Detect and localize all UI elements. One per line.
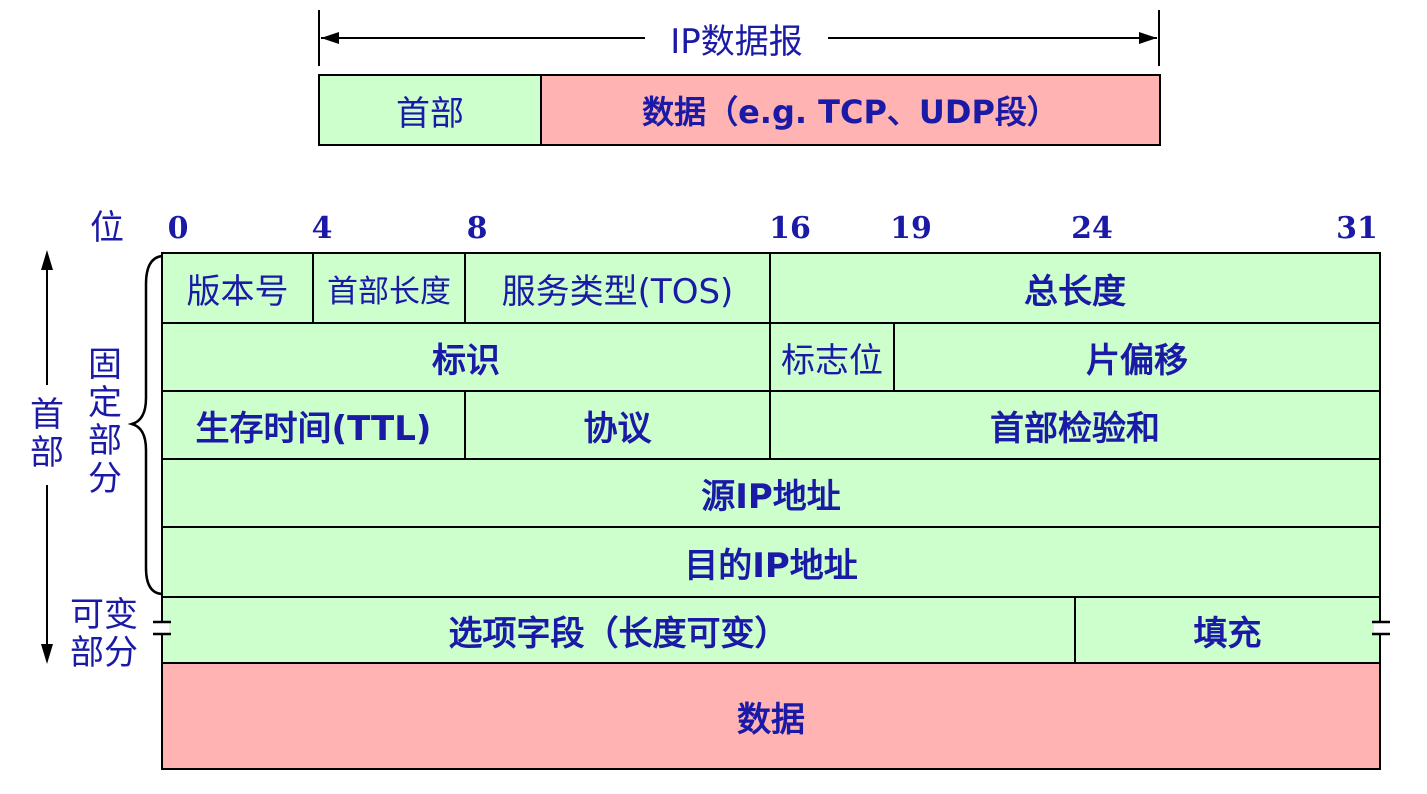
field-version: 版本号: [161, 252, 314, 324]
field-fragment-offset: 片偏移: [893, 322, 1381, 392]
bit-tick-0: 0: [167, 210, 189, 246]
field-header-checksum: 首部检验和: [769, 390, 1381, 460]
field-ttl-label: 生存时间(TTL): [195, 408, 432, 449]
side-label-fixed-part: 固定部分: [88, 345, 122, 499]
field-protocol: 协议: [464, 390, 771, 460]
field-dest-ip-label: 目的IP地址: [684, 545, 858, 586]
field-padding-label: 填充: [1193, 613, 1262, 654]
field-options-label: 选项字段（长度可变）: [448, 613, 789, 654]
datagram-title: IP数据报: [670, 21, 803, 62]
field-ttl: 生存时间(TTL): [161, 390, 466, 460]
field-flags: 标志位: [769, 322, 895, 392]
datagram-span-arrow: [318, 10, 1160, 66]
bit-tick-24: 24: [1071, 210, 1113, 246]
field-source-ip: 源IP地址: [161, 458, 1381, 528]
field-tos: 服务类型(TOS): [464, 252, 771, 324]
bit-tick-16: 16: [769, 210, 811, 246]
field-identification: 标识: [161, 322, 771, 392]
field-dest-ip: 目的IP地址: [161, 526, 1381, 598]
bit-position-label: 位: [90, 208, 124, 248]
field-flags-label: 标志位: [781, 340, 883, 381]
field-header-length: 首部长度: [312, 252, 466, 324]
field-version-label: 版本号: [186, 271, 289, 312]
field-source-ip-label: 源IP地址: [701, 476, 841, 517]
field-data: 数据: [161, 662, 1381, 770]
field-total-length: 总长度: [769, 252, 1381, 324]
bit-tick-19: 19: [890, 210, 932, 246]
field-tos-label: 服务类型(TOS): [501, 271, 734, 312]
field-data-label: 数据: [737, 699, 805, 740]
side-label-header: 首部: [30, 395, 64, 473]
bit-tick-8: 8: [466, 210, 488, 246]
overview-data-box: 数据（e.g. TCP、UDP段）: [540, 74, 1161, 146]
overview-header-label: 首部: [396, 93, 464, 134]
field-header-length-label: 首部长度: [327, 273, 451, 310]
field-total-length-label: 总长度: [1024, 271, 1126, 312]
bit-tick-31: 31: [1336, 210, 1378, 246]
overview-data-label: 数据（e.g. TCP、UDP段）: [642, 93, 1059, 131]
side-label-variable-part: 可变部分: [70, 595, 138, 673]
field-header-checksum-label: 首部检验和: [990, 408, 1160, 449]
field-identification-label: 标识: [432, 340, 500, 381]
bit-tick-4: 4: [311, 210, 333, 246]
field-protocol-label: 协议: [583, 408, 652, 449]
header-extent-arrow: [41, 250, 163, 664]
field-fragment-offset-label: 片偏移: [1086, 340, 1188, 381]
